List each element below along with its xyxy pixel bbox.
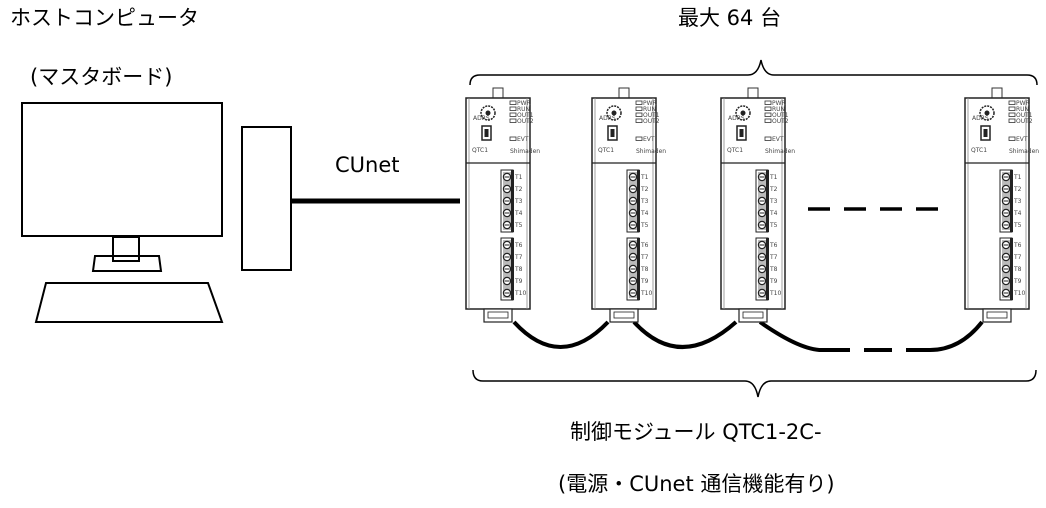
- terminal-label: T9: [514, 278, 523, 285]
- master-board-label: (マスタボード): [30, 65, 173, 89]
- terminal-label: T3: [1013, 198, 1022, 205]
- pc-tower-icon: [241, 126, 292, 271]
- terminal-label: T7: [640, 254, 649, 261]
- led-label: EVT: [772, 136, 784, 143]
- terminal-label: T6: [514, 242, 523, 249]
- terminal-label: T7: [1013, 254, 1022, 261]
- led-label: RUN: [643, 106, 656, 113]
- terminal-label: T8: [514, 266, 523, 273]
- terminal-label: T7: [769, 254, 778, 261]
- control-module-label: 制御モジュール QTC1-2C-: [570, 420, 822, 444]
- terminal-label: T9: [640, 278, 649, 285]
- terminal-label: T8: [1013, 266, 1022, 273]
- terminal-label: T1: [1013, 174, 1022, 181]
- led-label: PWR: [643, 100, 657, 107]
- brand-label: Shimaden: [636, 148, 666, 155]
- model-label: QTC1: [971, 147, 987, 154]
- terminal-label: T9: [1013, 278, 1022, 285]
- terminal-label: T10: [769, 290, 781, 297]
- keyboard-icon: [34, 282, 224, 323]
- terminal-label: T4: [769, 210, 778, 217]
- terminal-label: T5: [1013, 222, 1022, 229]
- terminal-label: T2: [769, 186, 778, 193]
- terminal-label: T4: [1013, 210, 1022, 217]
- model-label: QTC1: [727, 147, 743, 154]
- led-label: OUT1: [643, 112, 660, 119]
- terminal-label: T6: [769, 242, 778, 249]
- terminal-label: T7: [514, 254, 523, 261]
- terminal-label: T5: [514, 222, 523, 229]
- terminal-label: T2: [1013, 186, 1022, 193]
- terminal-label: T2: [640, 186, 649, 193]
- led-label: OUT2: [643, 118, 660, 125]
- chain-cables: [512, 320, 984, 352]
- adrs-label: ADRS: [972, 115, 989, 122]
- module-feature-label: (電源・CUnet 通信機能有り): [558, 472, 835, 496]
- terminal-label: T9: [769, 278, 778, 285]
- terminal-label: T3: [640, 198, 649, 205]
- terminal-label: T10: [640, 290, 652, 297]
- terminal-label: T8: [769, 266, 778, 273]
- terminal-label: T2: [514, 186, 523, 193]
- led-label: RUN: [1016, 106, 1029, 113]
- terminal-label: T4: [514, 210, 523, 217]
- cunet-label: CUnet: [335, 153, 400, 177]
- led-label: OUT2: [772, 118, 789, 125]
- led-label: EVT: [1016, 136, 1028, 143]
- led-label: OUT1: [517, 112, 534, 119]
- adrs-label: ADRS: [599, 115, 616, 122]
- terminal-label: T1: [514, 174, 523, 181]
- model-label: QTC1: [472, 147, 488, 154]
- led-label: EVT: [643, 136, 655, 143]
- terminal-label: T5: [769, 222, 778, 229]
- terminal-label: T6: [640, 242, 649, 249]
- terminal-label: T6: [1013, 242, 1022, 249]
- led-label: RUN: [772, 106, 785, 113]
- terminal-label: T10: [1013, 290, 1025, 297]
- top-brace: [469, 59, 1038, 86]
- adrs-label: ADRS: [728, 115, 745, 122]
- terminal-label: T3: [769, 198, 778, 205]
- brand-label: Shimaden: [1009, 148, 1039, 155]
- monitor-icon: [21, 102, 223, 272]
- led-label: PWR: [772, 100, 786, 107]
- led-label: OUT1: [1016, 112, 1033, 119]
- terminal-label: T1: [769, 174, 778, 181]
- max-units-label: 最大 64 台: [678, 6, 782, 30]
- led-label: PWR: [517, 100, 531, 107]
- terminal-label: T5: [640, 222, 649, 229]
- adrs-label: ADRS: [473, 115, 490, 122]
- terminal-label: T4: [640, 210, 649, 217]
- brand-label: Shimaden: [510, 148, 540, 155]
- terminal-label: T10: [514, 290, 526, 297]
- led-label: OUT2: [517, 118, 534, 125]
- terminal-label: T3: [514, 198, 523, 205]
- model-label: QTC1: [598, 147, 614, 154]
- brand-label: Shimaden: [765, 148, 795, 155]
- led-label: EVT: [517, 136, 529, 143]
- led-label: OUT2: [1016, 118, 1033, 125]
- host-computer-label: ホストコンピュータ: [10, 6, 199, 30]
- terminal-label: T8: [640, 266, 649, 273]
- led-label: RUN: [517, 106, 530, 113]
- led-label: PWR: [1016, 100, 1030, 107]
- led-label: OUT1: [772, 112, 789, 119]
- bottom-brace: [472, 369, 1037, 398]
- terminal-label: T1: [640, 174, 649, 181]
